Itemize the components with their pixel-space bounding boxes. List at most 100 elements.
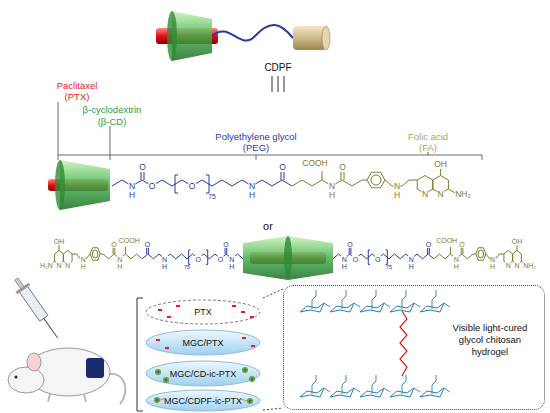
folate-cylinder: [293, 26, 326, 50]
peg-folate-chain: [333, 245, 525, 265]
component-abbreviation: (β-CD): [98, 117, 127, 127]
chitosan-ring: [420, 290, 450, 312]
atom-label: COOH: [436, 237, 458, 244]
syringe: [10, 274, 64, 342]
cdpf-molecule: [156, 11, 330, 92]
mouse-tail: [108, 374, 125, 404]
mouse-head: [8, 367, 44, 393]
atom-label: O: [139, 163, 147, 172]
layer-ellipse: [146, 300, 260, 324]
hydrogel-layer: MGC/PTX: [145, 329, 261, 356]
atom-label: O: [339, 163, 347, 172]
atom-label: O: [217, 255, 223, 262]
cone-rim: [284, 236, 292, 280]
molecule-name: CDPF: [264, 63, 291, 73]
atom-label: N: [437, 189, 444, 198]
atom-label: 75: [208, 194, 217, 201]
syringe-needle: [44, 318, 58, 338]
equivalence-lines: [272, 76, 284, 92]
cyclodextrin-cone: [60, 160, 110, 210]
layer-ellipse: [146, 390, 260, 411]
atom-label: N: [341, 255, 347, 262]
mouse-illustration: [8, 274, 125, 404]
layer-label: MGC/PTX: [182, 338, 223, 348]
layer-ellipse: [146, 330, 260, 355]
chitosan-ring: [300, 375, 330, 397]
hydrogel-label: Visible light-cured glycol chitosan hydr…: [441, 322, 539, 358]
atom-label: OH: [53, 238, 65, 245]
mouse-ear: [27, 353, 41, 371]
syringe-barrel: [19, 286, 48, 321]
atom-label: O: [223, 240, 229, 247]
peg-chain: [212, 25, 293, 41]
atom-label: O: [352, 255, 358, 262]
atom-label: H: [490, 263, 496, 270]
atom-label: N: [65, 261, 71, 268]
chitosan-ring: [330, 290, 360, 312]
component-name: Polyethylene glycol: [215, 132, 296, 142]
atom-label: N: [80, 255, 86, 262]
atom-label: H: [328, 191, 335, 200]
atom-label: H: [408, 263, 414, 270]
chitosan-ring: [360, 375, 390, 397]
drug-layer: PTX: [145, 299, 261, 325]
chitosan-ring: [360, 290, 390, 312]
component-name: β-cyclodextrin: [83, 105, 142, 115]
atom-label: O: [195, 255, 201, 262]
cyclodextrin-cone: [288, 236, 333, 280]
conjunction-text: or: [263, 221, 273, 232]
atom-label: O: [188, 182, 196, 191]
layer-label: PTX: [194, 307, 212, 317]
atom-label: H: [117, 263, 123, 270]
chitosan-structure: [300, 290, 450, 397]
layer-label: MGC/CD-ic-PTX: [170, 369, 237, 379]
syringe-flange: [16, 283, 31, 295]
atom-label: N: [505, 261, 511, 268]
atom-label: COOH: [302, 159, 329, 168]
atom-label: O: [144, 240, 150, 247]
atom-label: N: [162, 255, 168, 262]
atom-label: N: [453, 255, 459, 262]
component-name: Folic acid: [408, 132, 448, 142]
cdpf-structure-single: [48, 160, 455, 210]
atom-label: N: [117, 255, 123, 262]
atom-label: H: [162, 263, 168, 270]
atom-label: N: [56, 261, 62, 268]
layer-label: MGC/CDPF-ic-PTX: [164, 396, 242, 406]
atom-label: O: [148, 182, 156, 191]
cone-rim: [167, 11, 177, 61]
atom-label: H: [229, 263, 235, 270]
cyclodextrin-cone: [172, 11, 212, 61]
chitosan-ring: [390, 375, 420, 397]
component-abbreviation: (PTX): [65, 92, 90, 102]
atom-label: N: [328, 182, 335, 191]
cone-rim: [55, 160, 65, 210]
folate-cap: [322, 26, 330, 50]
atom-label: 75: [385, 265, 392, 271]
component-name: Paclitaxel: [57, 81, 98, 91]
chitosan-ring: [300, 290, 330, 312]
zoom-lines: [263, 289, 283, 410]
atom-label: N: [128, 182, 135, 191]
atom-label: H: [393, 191, 400, 200]
atom-label: O: [375, 255, 381, 262]
leader-bracket: [58, 102, 482, 160]
atom-label: H: [453, 263, 459, 270]
atom-label: O: [459, 240, 465, 247]
atom-label: H: [128, 191, 135, 200]
atom-label: N: [248, 182, 255, 191]
atom-label: H: [341, 263, 347, 270]
chitosan-ring: [420, 375, 450, 397]
cdpf-structure-double: [51, 236, 525, 280]
atom-label: O: [111, 240, 117, 247]
mouse-feet: [48, 394, 86, 402]
hydrogel-layer: MGC/CD-ic-PTX: [145, 360, 261, 387]
atom-label: H: [248, 191, 255, 200]
layer-ellipse: [146, 361, 260, 386]
atom-label: N: [393, 182, 400, 191]
component-abbreviation: (PEG): [243, 143, 269, 153]
atom-label: H: [80, 263, 86, 270]
